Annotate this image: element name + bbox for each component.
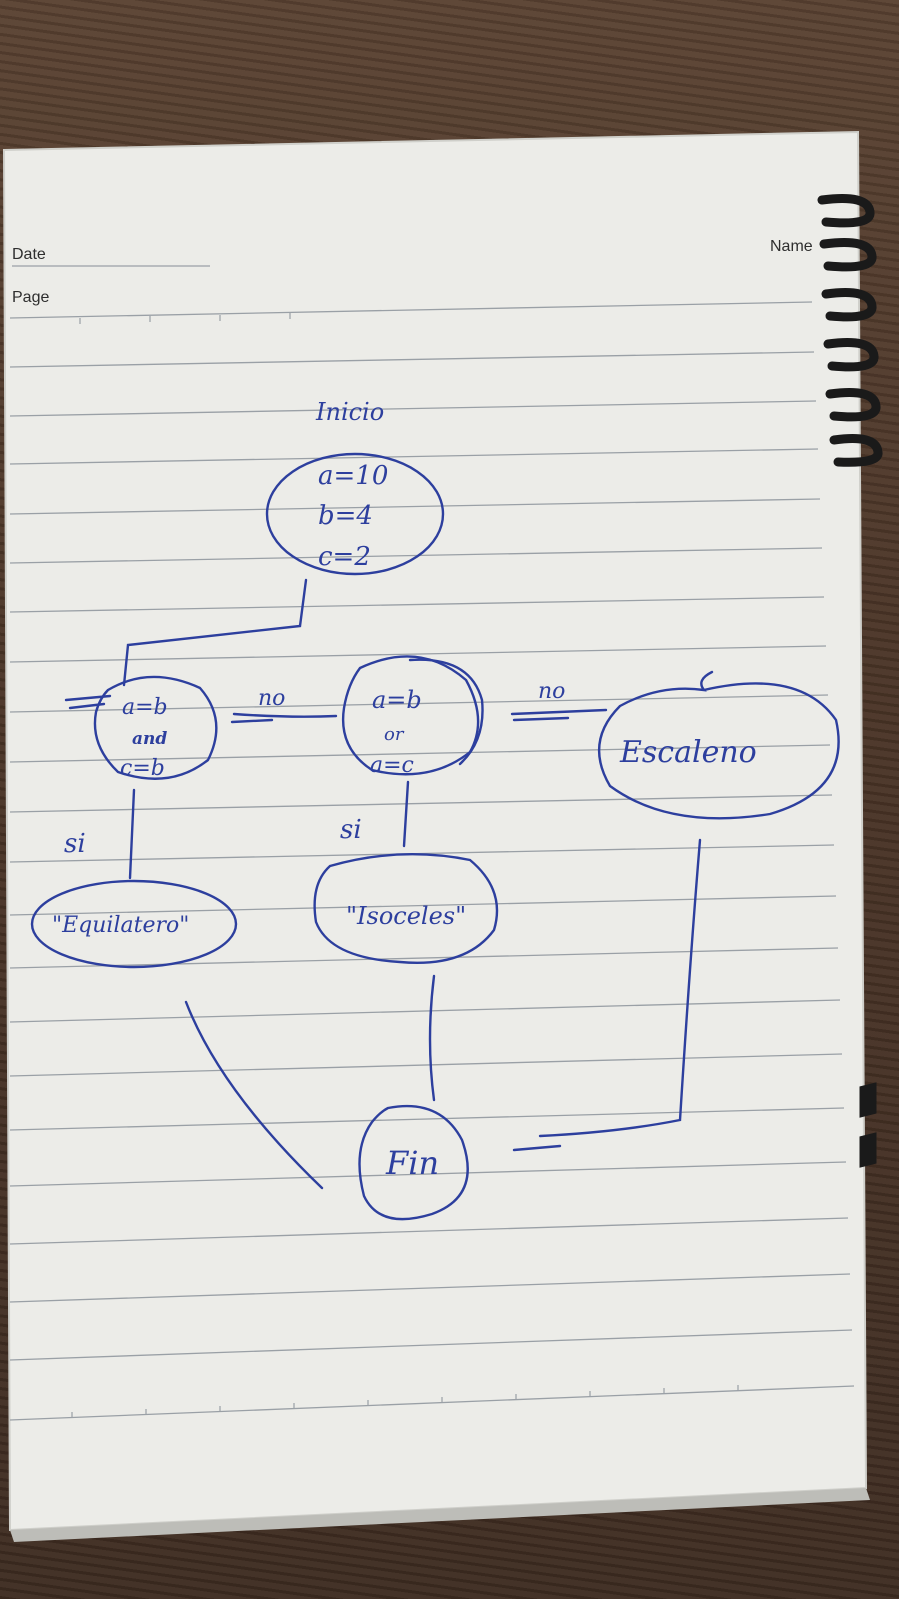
init-line-2: b=4 xyxy=(318,501,373,531)
name-label: Name xyxy=(770,238,813,255)
connector-init-to-decision1 xyxy=(122,578,308,687)
decision2-line-1: a=b xyxy=(372,686,422,714)
no-label-1: no xyxy=(258,686,285,711)
si-label-1: si xyxy=(64,829,86,859)
end-shape xyxy=(358,1104,469,1221)
paper-shadow xyxy=(10,1488,870,1542)
connector-decision2-yes xyxy=(402,780,410,848)
init-line-3: c=2 xyxy=(318,542,371,572)
decision1-scribble xyxy=(64,694,112,710)
decision2-line-2: or xyxy=(384,724,405,745)
start-label: Inicio xyxy=(315,398,384,426)
decision1-line-2: and xyxy=(132,729,167,749)
end-label: Fin xyxy=(385,1144,439,1182)
init-process-shape xyxy=(265,452,445,576)
decision2-shape xyxy=(341,655,480,776)
ruler-ticks xyxy=(71,313,739,1418)
page-label: Page xyxy=(12,289,49,306)
no-label-2: no xyxy=(538,679,565,704)
date-label: Date xyxy=(12,246,46,263)
connector-isosceles-to-fin xyxy=(428,974,436,1102)
isosceles-shape xyxy=(313,853,499,964)
decision1-line-1: a=b xyxy=(122,695,168,720)
si-label-2: si xyxy=(340,815,362,845)
connector-decision1-yes xyxy=(128,788,136,880)
init-line-1: a=10 xyxy=(318,461,388,491)
escaleno-shape xyxy=(597,670,840,820)
spiral-binding xyxy=(817,194,883,1168)
decision1-line-3: c=b xyxy=(120,756,165,781)
decision2-line-3: a=c xyxy=(370,753,414,778)
decision2-overstroke xyxy=(408,658,484,766)
decision1-shape xyxy=(93,675,218,780)
connector-escaleno-to-fin xyxy=(512,838,702,1152)
result-isosceles: "Isoceles" xyxy=(346,902,466,930)
equilatero-shape xyxy=(30,879,238,969)
connector-decision2-to-escaleno xyxy=(510,708,608,722)
flowchart: Inicio a=10 b=4 c=2 a=b and c=b no a=b o… xyxy=(30,398,840,1221)
connector-equilatero-to-fin xyxy=(184,1000,324,1190)
result-equilatero: "Equilatero" xyxy=(52,913,189,938)
connector-decision1-to-decision2 xyxy=(230,712,338,724)
result-escaleno: Escaleno xyxy=(619,735,757,770)
